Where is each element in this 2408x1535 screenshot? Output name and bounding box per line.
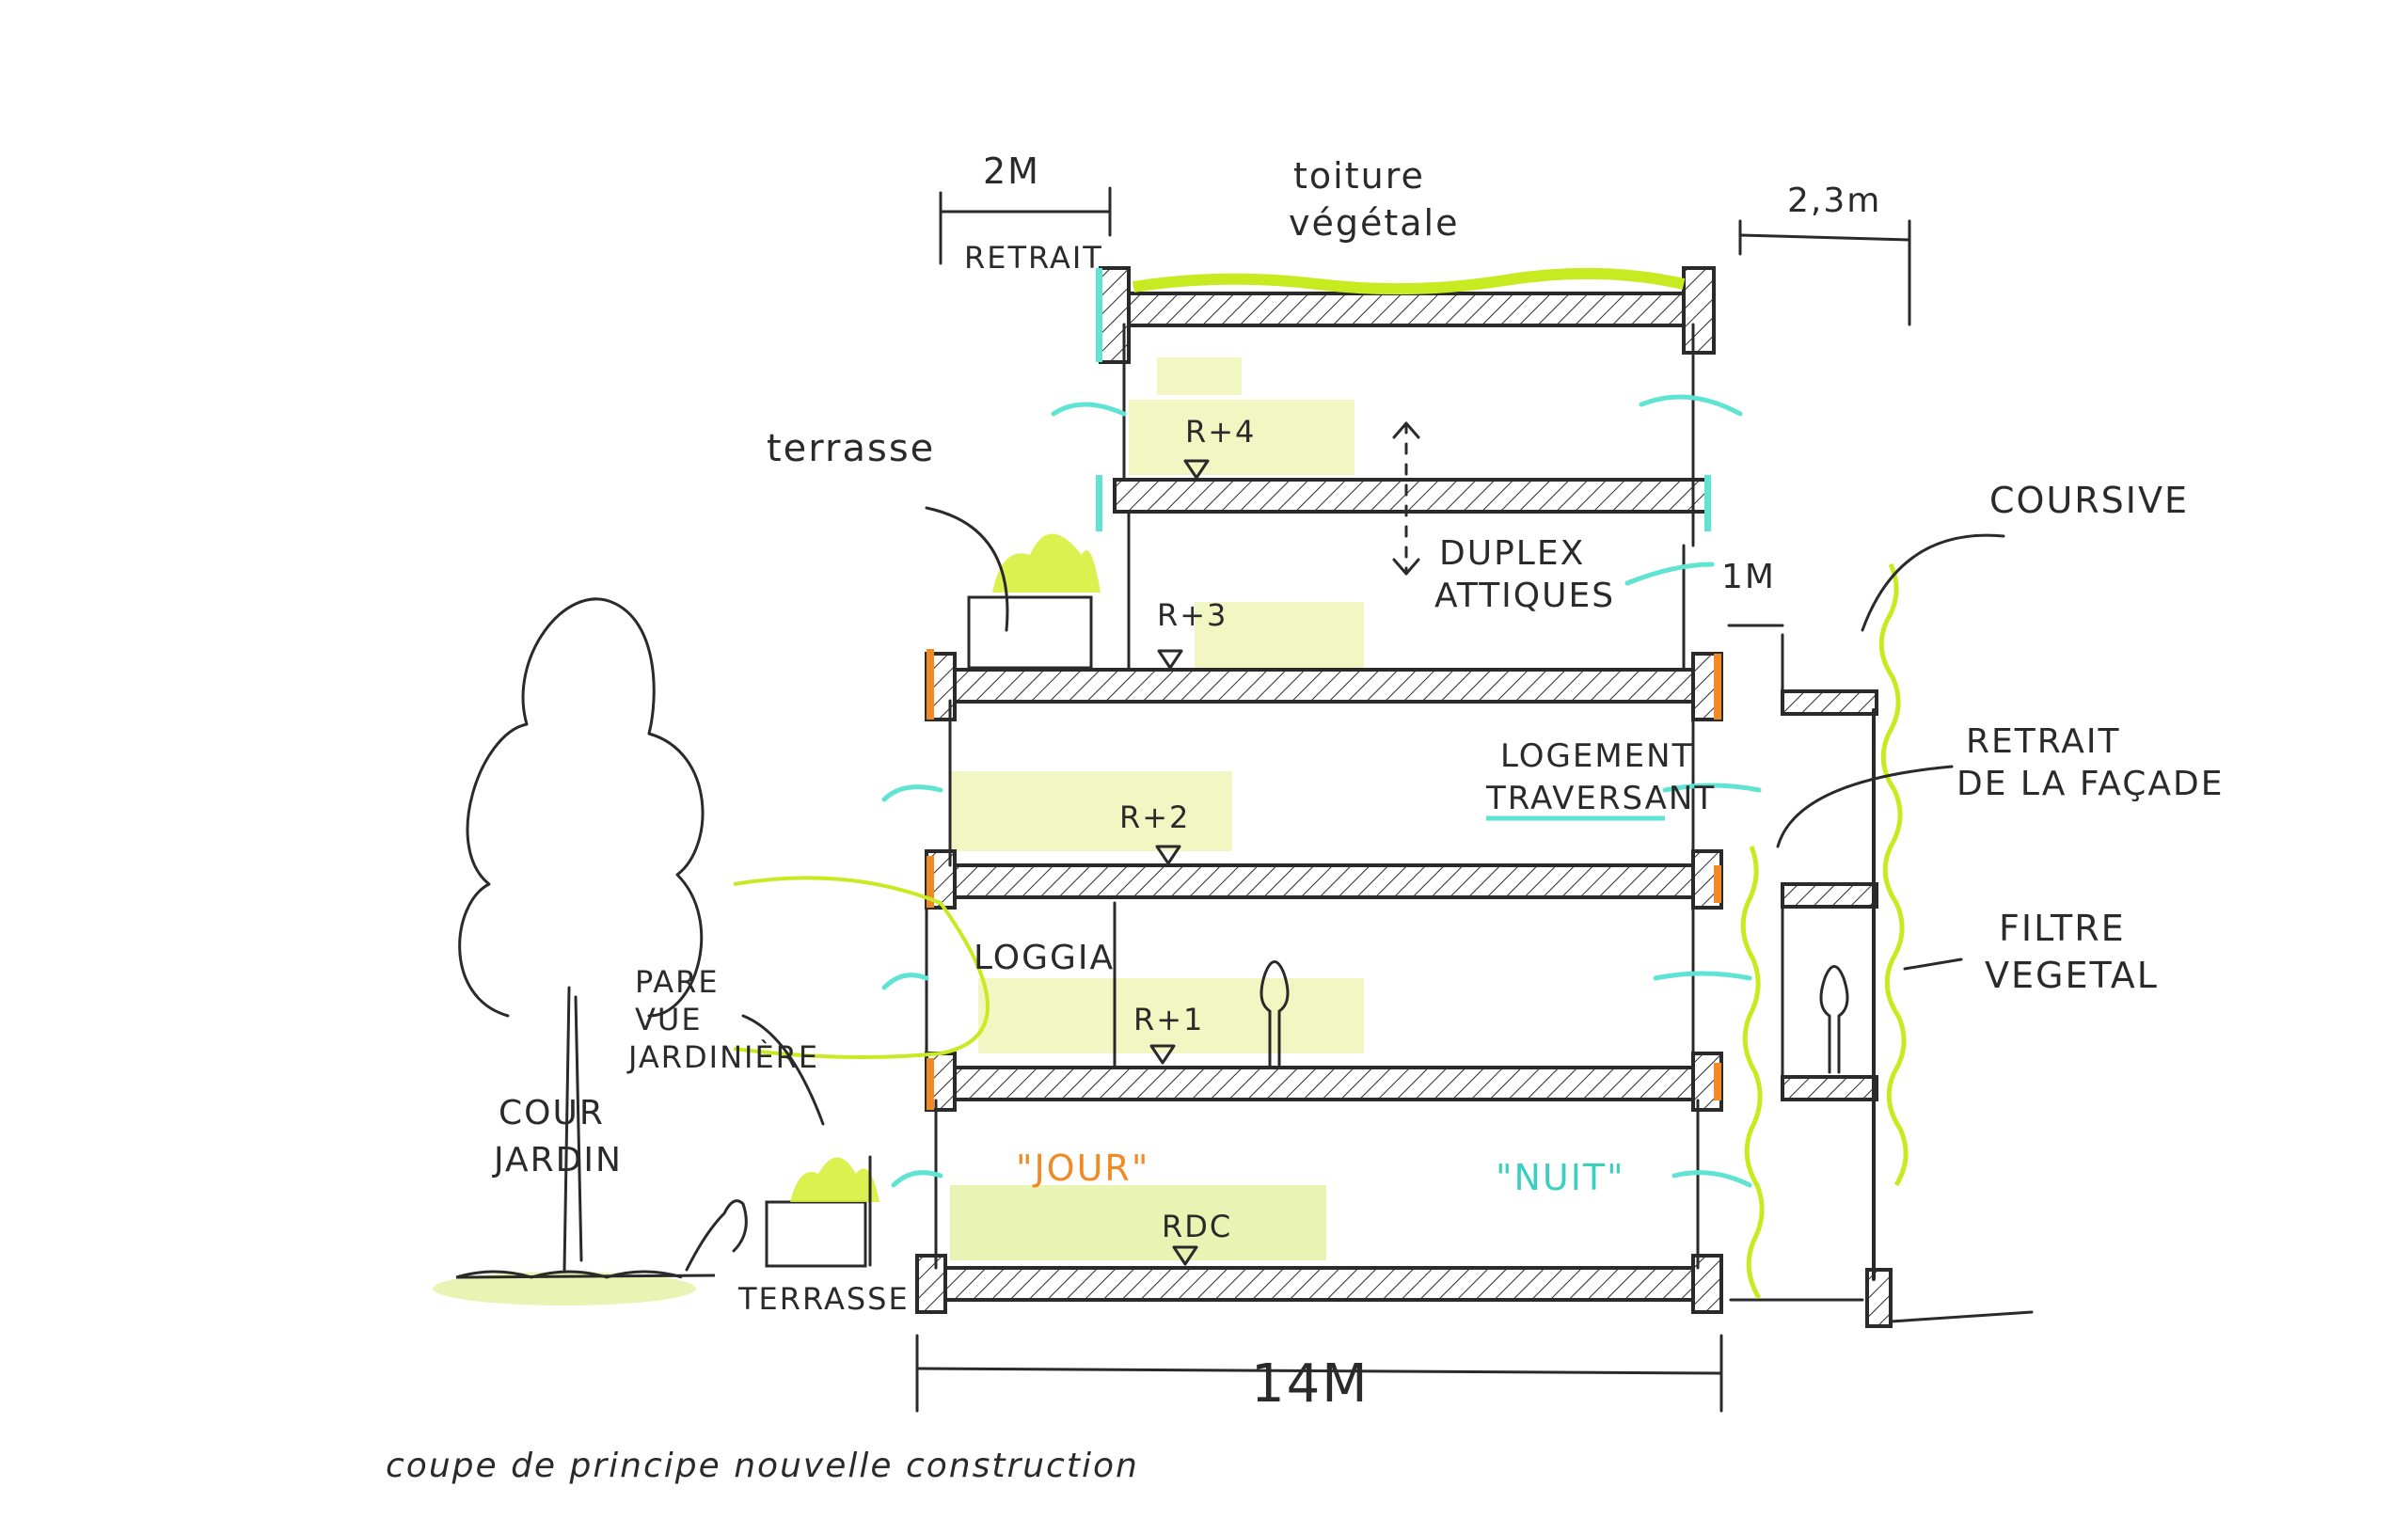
annotations: 2M RETRAIT toiture végétale 2,3m terrass… (386, 150, 2225, 1485)
loggia-highlight (733, 876, 990, 1059)
pare-vue-label-2: VUE (635, 1002, 703, 1037)
jardin-label: JARDIN (492, 1141, 623, 1179)
building-structure (915, 266, 1723, 1314)
ground-planter (765, 1155, 879, 1268)
retrait-facade-label-1: RETRAIT (1966, 722, 2121, 761)
toiture-label: toiture (1293, 155, 1425, 197)
terrasse-ground-label: TERRASSE (737, 1281, 910, 1317)
roof-slab (1113, 292, 1709, 327)
retrait-label: RETRAIT (964, 240, 1103, 276)
coursive-offset-label: 1M (1721, 558, 1776, 596)
nuit-label: "NUIT" (1496, 1157, 1625, 1198)
duplex-label: DUPLEX (1439, 534, 1585, 573)
jour-label: "JOUR" (1016, 1147, 1149, 1189)
retrait-facade-label-2: DE LA FAÇADE (1956, 765, 2225, 803)
jardiniere-label: JARDINIÈRE (626, 1039, 819, 1075)
coursive-structure (1729, 633, 2034, 1328)
width-dim-label: 14M (1251, 1353, 1370, 1415)
coursive-label: COURSIVE (1989, 480, 2189, 521)
level-markers (1149, 459, 1210, 1266)
leader-lines (741, 506, 2005, 1126)
cour-label: COUR (499, 1094, 605, 1132)
retrait-dim-label: 2M (983, 150, 1040, 192)
pare-vue-label-1: PARE (635, 964, 720, 1000)
upper-planter (967, 533, 1101, 670)
coursive-dim-label: 2,3m (1787, 182, 1881, 220)
people-figures (685, 960, 1849, 1272)
slab-r4 (1113, 478, 1709, 514)
slab-r2 (939, 863, 1709, 899)
vegetal-filter (1740, 562, 1909, 1300)
vegetale-label: végétale (1289, 202, 1460, 244)
slab-r3 (939, 668, 1709, 704)
filtre-label: FILTRE (1999, 908, 2126, 949)
loggia-label: LOGGIA (974, 939, 1115, 977)
terrasse-upper-label: terrasse (767, 427, 935, 470)
vegetal-label: VEGETAL (1985, 955, 2159, 996)
airflow-arrows (881, 394, 1762, 1188)
level-label-r2: R+2 (1119, 799, 1190, 835)
level-label-r3: R+3 (1157, 597, 1228, 633)
caption: coupe de principe nouvelle construction (386, 1447, 1139, 1485)
level-label-r4: R+4 (1185, 414, 1256, 450)
level-label-r1: R+1 (1133, 1002, 1204, 1037)
traversant-label: TRAVERSANT (1485, 780, 1716, 817)
slab-rdc (925, 1266, 1723, 1302)
dimension-lines (915, 186, 1911, 1413)
level-label-rdc: RDC (1162, 1209, 1232, 1244)
logement-label: LOGEMENT (1500, 737, 1693, 775)
slab-r1 (939, 1066, 1709, 1101)
tree (458, 597, 705, 1272)
attiques-label: ATTIQUES (1434, 577, 1615, 615)
floor-washes (433, 357, 1364, 1306)
